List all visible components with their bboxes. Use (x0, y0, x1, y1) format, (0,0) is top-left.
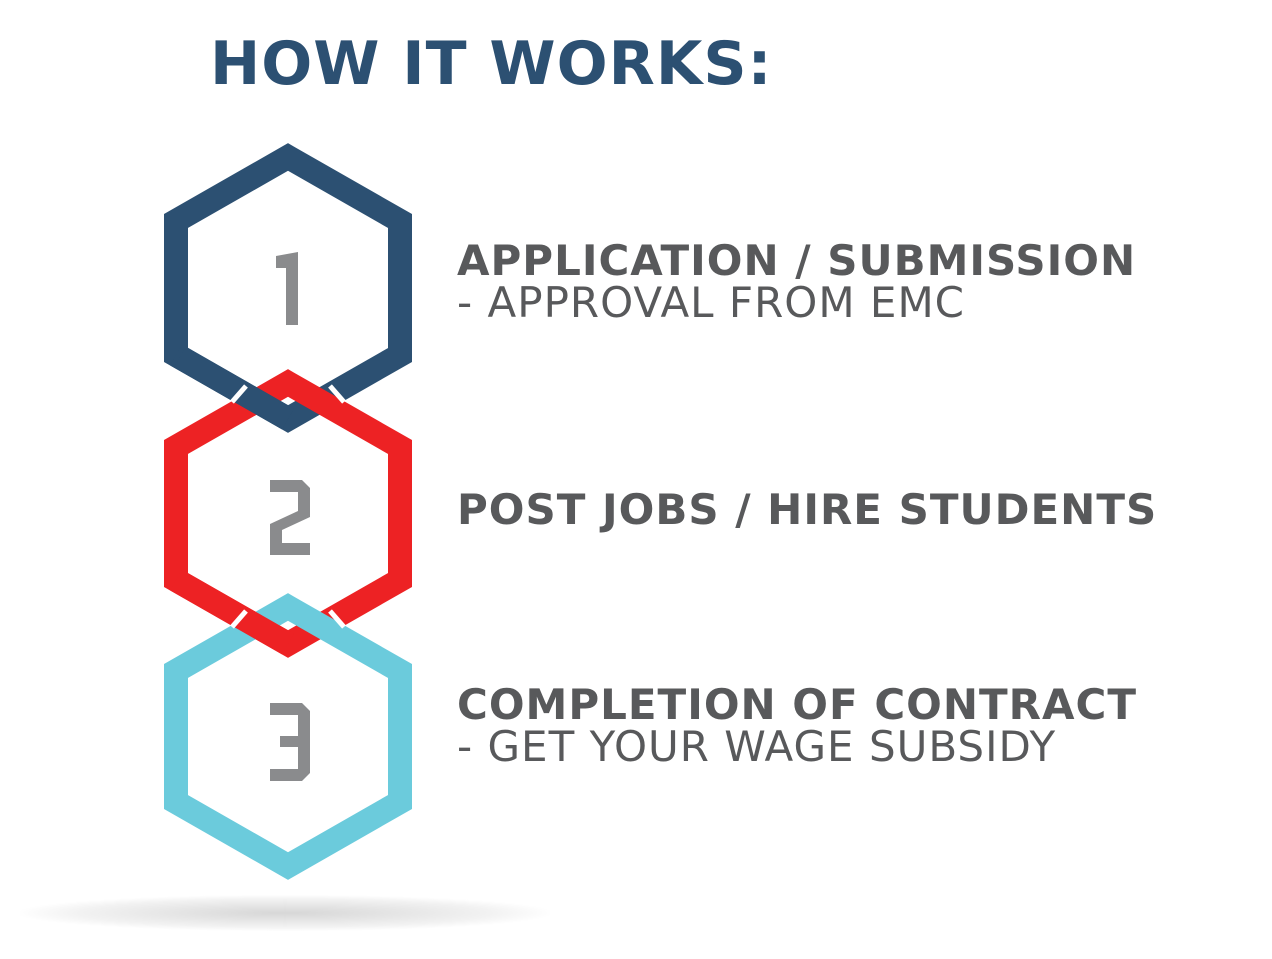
step-3: COMPLETION OF CONTRACT - GET YOUR WAGE S… (457, 680, 1137, 772)
numeral-2 (270, 480, 310, 555)
step-3-subtext: - GET YOUR WAGE SUBSIDY (457, 722, 1057, 772)
step-1: APPLICATION / SUBMISSION - APPROVAL FROM… (457, 236, 1137, 328)
numeral-3 (270, 703, 310, 781)
step-2-heading: POST JOBS / HIRE STUDENTS (457, 485, 1158, 534)
step-1-subtext: - APPROVAL FROM EMC (457, 278, 966, 328)
page-title: HOW IT WORKS: (210, 29, 773, 99)
step-1-heading: APPLICATION / SUBMISSION (457, 236, 1137, 285)
drop-shadow (20, 895, 550, 931)
step-2: POST JOBS / HIRE STUDENTS (457, 485, 1158, 534)
numeral-1 (276, 252, 298, 325)
step-3-heading: COMPLETION OF CONTRACT (457, 680, 1137, 729)
hexagon-step-3 (164, 593, 412, 880)
